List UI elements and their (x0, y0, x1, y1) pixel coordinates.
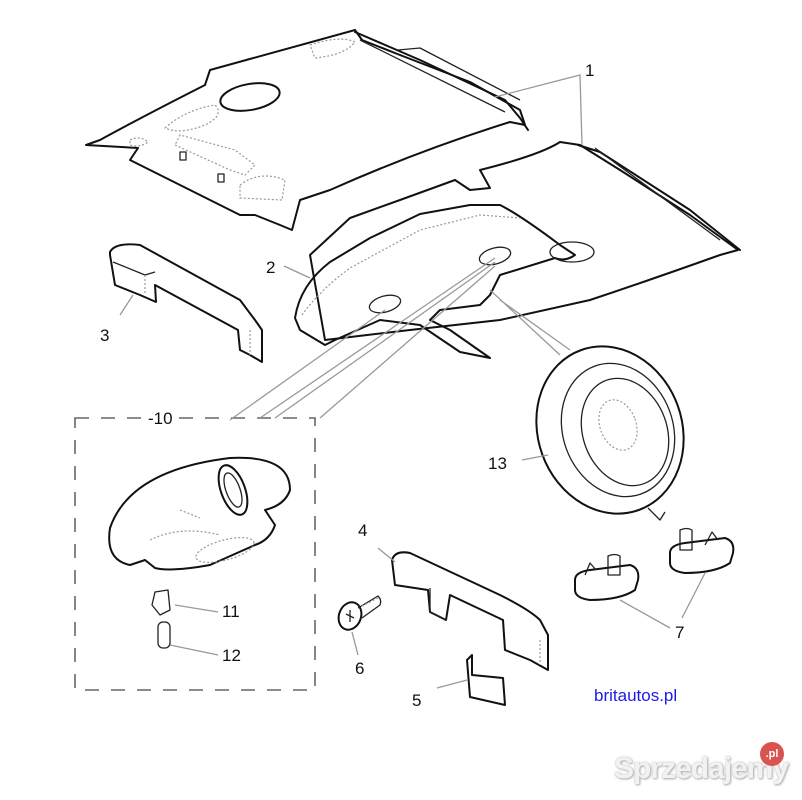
clip-7-right (669, 527, 735, 574)
callout-2: 2 (266, 258, 276, 277)
callout-5: 5 (412, 691, 422, 710)
screw-6 (337, 595, 382, 631)
grab-handle-3 (109, 243, 263, 363)
lamp-assembly-box (74, 417, 316, 691)
headlining-lower (309, 141, 741, 341)
watermark-badge: .pl (760, 742, 784, 766)
bulb-12 (157, 621, 171, 649)
grab-handle-4 (391, 551, 549, 671)
headlining-overlay-panel (294, 204, 595, 359)
headlining-upper (85, 29, 529, 231)
clock-13 (535, 345, 685, 521)
leader-lines (119, 74, 706, 689)
interior-lamp-10 (108, 456, 291, 571)
watermark-text: Sprzedajemy (614, 752, 789, 785)
callout-3: 3 (100, 326, 110, 345)
end-cover-5 (466, 654, 506, 706)
callout-1: 1 (585, 61, 595, 80)
clip-7-left (574, 553, 640, 601)
callout-7: 7 (675, 623, 685, 642)
source-link[interactable]: britautos.pl (594, 686, 678, 705)
callout-13: 13 (488, 454, 507, 473)
callout-6: 6 (355, 659, 365, 678)
callout-4: 4 (358, 521, 368, 540)
callout-11: 11 (222, 602, 240, 621)
bulb-holder-11 (151, 589, 171, 616)
callout-10: -10 (146, 409, 175, 428)
callout-12: 12 (222, 646, 241, 665)
